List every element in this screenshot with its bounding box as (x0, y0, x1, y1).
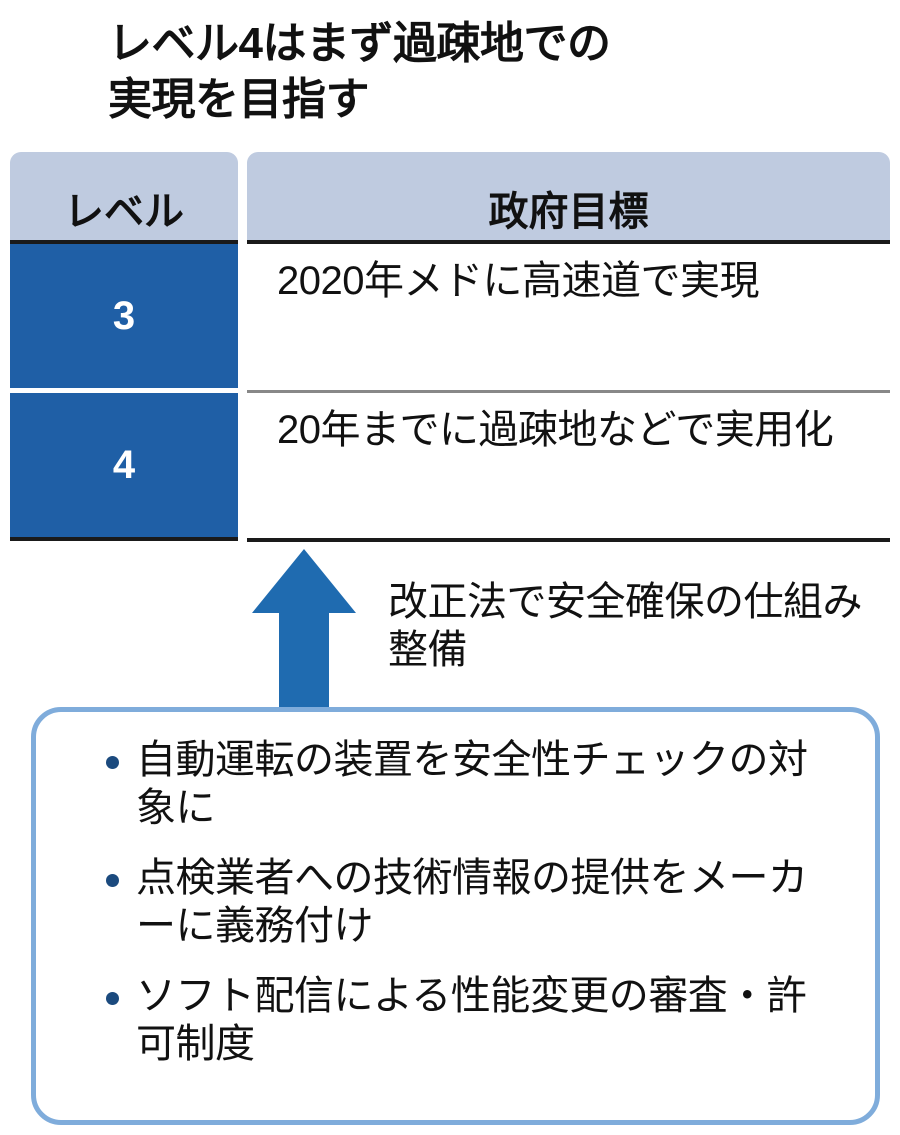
table-header-level: レベル (10, 152, 238, 240)
goal-row-separator (247, 390, 890, 393)
goal-value: 20年までに過疎地などで実用化 (277, 408, 834, 452)
table-row: 3 (10, 244, 238, 388)
bullet-dot-icon (106, 756, 119, 769)
goal-value: 2020年メドに高速道で実現 (277, 259, 759, 303)
measures-list: 自動運転の装置を安全性チェックの対象に 点検業者への技術情報の提供をメーカーに義… (106, 736, 836, 1068)
goal-column-bottom-rule (247, 538, 890, 542)
table-header-goal-rule (247, 240, 890, 244)
list-item-label: ソフト配信による性能変更の審査・許可制度 (136, 974, 807, 1066)
list-item: 自動運転の装置を安全性チェックの対象に (106, 736, 836, 832)
level-goal-table: レベル 政府目標 3 2020年メドに高速道で実現 4 20年までに過疎地などで… (0, 152, 900, 544)
bullet-dot-icon (106, 992, 119, 1005)
table-header-level-label: レベル (64, 190, 184, 234)
level-value: 3 (112, 293, 136, 338)
measures-box: 自動運転の装置を安全性チェックの対象に 点検業者への技術情報の提供をメーカーに義… (31, 707, 880, 1125)
level-cell-separator (10, 388, 238, 393)
table-header-goal-label: 政府目標 (488, 190, 649, 234)
level-value: 4 (112, 442, 136, 487)
table-header-goal: 政府目標 (247, 152, 890, 240)
up-arrow-icon (252, 549, 356, 714)
list-item-label: 自動運転の装置を安全性チェックの対象に (136, 738, 808, 830)
bullet-dot-icon (106, 874, 119, 887)
list-item-label: 点検業者への技術情報の提供をメーカーに義務付け (136, 856, 808, 948)
table-header-level-rule (10, 240, 238, 244)
list-item: ソフト配信による性能変更の審査・許可制度 (106, 972, 836, 1068)
level-column-bottom-rule (10, 537, 238, 541)
arrow-caption: 改正法で安全確保の仕組み整備 (388, 580, 863, 672)
page-title: レベル4はまず過疎地での実現を目指す (108, 19, 611, 125)
table-row: 4 (10, 393, 238, 537)
list-item: 点検業者への技術情報の提供をメーカーに義務付け (106, 854, 836, 950)
